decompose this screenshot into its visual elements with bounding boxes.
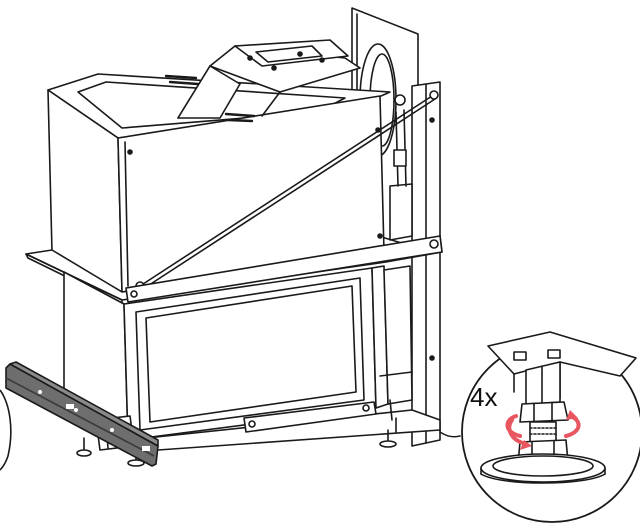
rotation-arrow-icon [505,410,581,450]
top-vent-slots [164,74,256,123]
top-hood [177,39,361,119]
front-cross-bar [125,235,443,303]
foot-front-right [379,429,397,448]
side-bracket [389,94,413,241]
detail-lock-nut [519,401,569,423]
detail-callout: 4x [461,331,640,523]
detail-foot-pad [480,453,606,484]
left-partial-detail-circle [0,389,12,471]
detail-frame-underside [487,331,637,399]
lower-firebox [63,265,413,441]
detail-leg-post [525,361,561,405]
right-frame-post [411,81,441,447]
lower-front-rail [243,401,377,433]
quantity-label: 4x [470,382,497,412]
foot-rear-left [76,437,92,457]
adjustable-feet [76,417,397,467]
detail-threaded-bolt [529,421,557,443]
detached-mounting-rail [5,361,159,467]
floor-cable [439,431,461,438]
